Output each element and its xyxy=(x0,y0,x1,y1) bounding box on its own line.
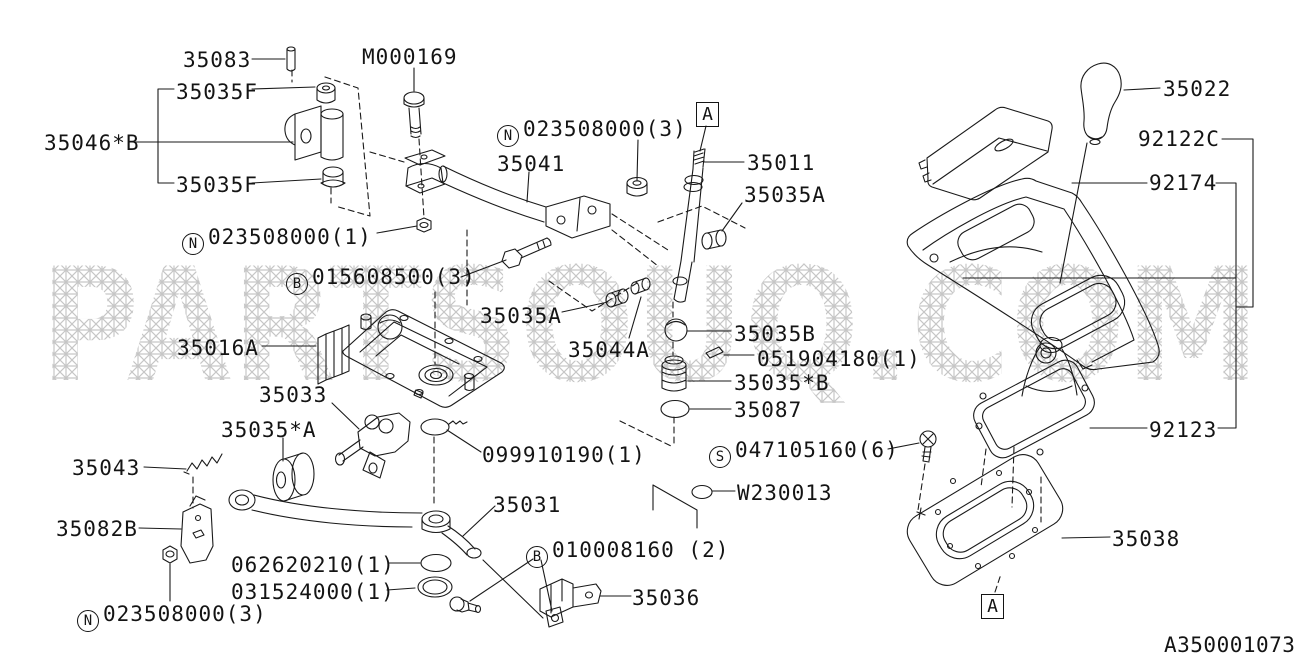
part-label-35035a-left[interactable]: 35035A xyxy=(480,304,562,328)
bushings-35044a-drawing xyxy=(605,277,651,308)
seal-35087-drawing xyxy=(660,399,690,419)
nut-023508000-top-drawing xyxy=(416,217,432,233)
part-label-35031[interactable]: 35031 xyxy=(493,493,562,517)
clip-w230013-drawing xyxy=(652,484,713,529)
bracket-35033-drawing xyxy=(334,412,411,479)
bushing-35035f-top-drawing xyxy=(316,82,336,104)
part-label-92122c[interactable]: 92122C xyxy=(1138,127,1220,151)
part-label-051904180[interactable]: 051904180(1) xyxy=(757,347,921,371)
nut-badge-icon: N xyxy=(182,233,204,255)
part-label-35036[interactable]: 35036 xyxy=(632,586,701,610)
part-label-35044a[interactable]: 35044A xyxy=(568,338,650,362)
console-92174-drawing xyxy=(906,177,1160,371)
ring-031524000-drawing xyxy=(417,576,453,598)
bracket-35046b-drawing xyxy=(284,105,344,161)
part-label-35035f-top[interactable]: 35035F xyxy=(176,80,258,104)
part-label-35087[interactable]: 35087 xyxy=(734,398,803,422)
bolt-badge-icon: B xyxy=(286,273,308,295)
part-label-35033[interactable]: 35033 xyxy=(259,383,328,407)
nut-023508000-bottom-drawing xyxy=(162,545,178,564)
knob-35022-drawing xyxy=(1080,62,1122,146)
bracket-35036-drawing xyxy=(539,578,602,628)
bolt-015608500-drawing xyxy=(501,237,552,269)
nut-badge-icon: N xyxy=(77,610,99,632)
bolt-010008160-drawing xyxy=(449,596,482,614)
ball-35035b-drawing xyxy=(664,318,688,342)
washer-099910190-drawing xyxy=(420,418,468,436)
section-ref-a-bottom[interactable]: A xyxy=(981,594,1004,619)
part-number: 010008160 (2) xyxy=(552,538,730,562)
pin-35083-drawing xyxy=(286,46,296,72)
part-number: 023508000(3) xyxy=(103,602,267,626)
spacer-35016a-drawing xyxy=(317,324,350,385)
nut-badge-icon: N xyxy=(497,125,519,147)
bushing-35035-star-b-drawing xyxy=(661,355,687,392)
part-label-92174[interactable]: 92174 xyxy=(1149,171,1218,195)
part-label-w230013[interactable]: W230013 xyxy=(737,481,833,505)
part-label-35035b[interactable]: 35035B xyxy=(734,322,816,346)
part-label-35022[interactable]: 35022 xyxy=(1163,77,1232,101)
part-label-35083[interactable]: 35083 xyxy=(183,48,252,72)
part-label-m000169[interactable]: M000169 xyxy=(362,45,458,69)
rod-35041-drawing xyxy=(438,165,611,239)
part-label-35035f-bottom[interactable]: 35035F xyxy=(176,173,258,197)
bushing-35035a-right-drawing xyxy=(701,229,727,250)
bushing-35035-star-a-drawing xyxy=(272,452,315,502)
part-label-062620210[interactable]: 062620210(1) xyxy=(231,553,395,577)
part-label-35046b[interactable]: 35046*B xyxy=(44,131,140,155)
part-label-35041[interactable]: 35041 xyxy=(497,152,566,176)
bushing-35035f-bottom-drawing xyxy=(320,166,346,188)
part-number: 023508000(3) xyxy=(523,117,687,141)
part-number: 023508000(1) xyxy=(208,225,372,249)
part-number: 015608500(3) xyxy=(312,265,476,289)
part-label-35035a-right[interactable]: 35035A xyxy=(744,183,826,207)
part-label-35082b[interactable]: 35082B xyxy=(56,517,138,541)
part-label-35016a[interactable]: 35016A xyxy=(177,336,259,360)
spring-pin-35043-drawing xyxy=(183,453,223,475)
arm-35031-drawing xyxy=(228,489,482,559)
plate-35033-drawing xyxy=(342,309,505,408)
part-label-35038[interactable]: 35038 xyxy=(1112,527,1181,551)
leader-lines xyxy=(134,58,1254,619)
bolt-badge-icon: B xyxy=(526,546,548,568)
part-label-92123[interactable]: 92123 xyxy=(1149,418,1218,442)
lever-35011-drawing xyxy=(672,148,706,303)
part-label-031524000[interactable]: 031524000(1) xyxy=(231,580,395,604)
lid-92122c-drawing xyxy=(918,106,1053,201)
part-number: 047105160(6) xyxy=(735,438,899,462)
part-label-35035-star-a[interactable]: 35035*A xyxy=(221,418,317,442)
part-label-35043[interactable]: 35043 xyxy=(72,456,141,480)
boot-92123-drawing xyxy=(973,336,1095,459)
part-label-099910190[interactable]: 099910190(1) xyxy=(482,443,646,467)
screw-badge-icon: S xyxy=(709,446,731,468)
watermark: PARTSOUQ.COM xyxy=(40,235,1260,418)
pin-051904180-drawing xyxy=(705,346,724,359)
bolt-m000169-drawing xyxy=(403,91,425,139)
plate-35038-drawing xyxy=(906,454,1064,586)
part-label-35011[interactable]: 35011 xyxy=(747,151,816,175)
section-ref-a-top[interactable]: A xyxy=(696,102,719,127)
washer-062620210-drawing xyxy=(420,553,452,573)
part-label-35035-star-b[interactable]: 35035*B xyxy=(734,371,830,395)
plate-35082b-drawing xyxy=(180,495,214,564)
diagram-id: A350001073 xyxy=(1164,633,1296,653)
washer-023508000-drawing xyxy=(626,176,648,197)
